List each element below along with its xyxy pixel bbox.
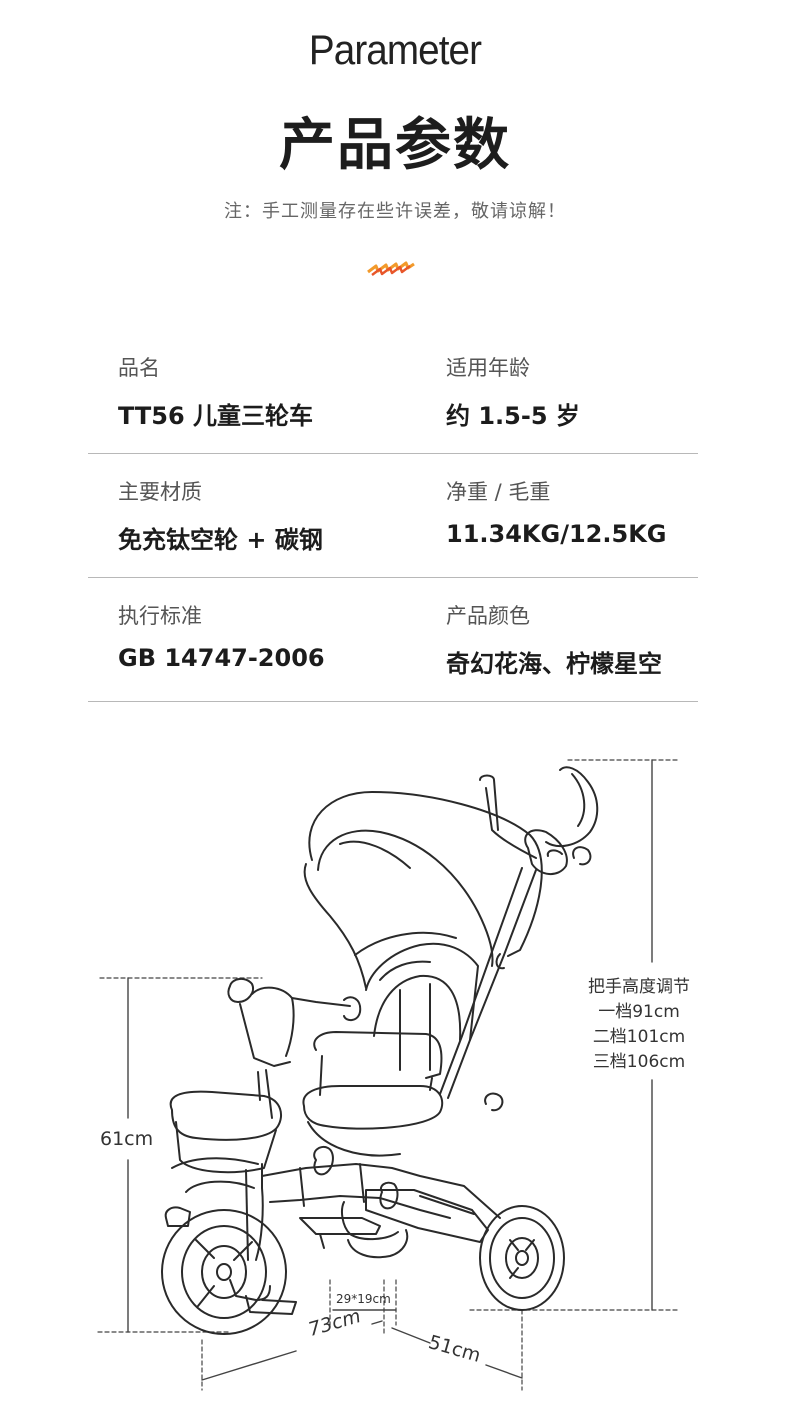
- dimension-height-label: 61cm: [100, 1128, 154, 1150]
- param-label: 适用年龄: [446, 356, 530, 380]
- handle-height-adjustment: 把手高度调节 一档91cm 二档101cm 三档106cm: [584, 972, 694, 1078]
- tricycle-illustration: [97, 759, 681, 1391]
- param-label: 产品颜色: [446, 604, 530, 628]
- dimension-diagram: 61cm 29*19cm 73cm 51cm 把手高度调节 一档91cm 二档1…: [0, 740, 790, 1419]
- param-value: 约 1.5-5 岁: [446, 402, 580, 430]
- param-label: 主要材质: [118, 480, 202, 504]
- param-value: TT56 儿童三轮车: [118, 402, 314, 430]
- param-label: 执行标准: [118, 604, 202, 628]
- param-value: 11.34KG/12.5KG: [446, 520, 667, 548]
- dimension-seat-label: 29*19cm: [336, 1292, 391, 1306]
- title-english: Parameter: [308, 26, 482, 73]
- handle-level: 二档101cm: [592, 1027, 686, 1047]
- zigzag-decoration-icon: [367, 261, 415, 276]
- param-row: 品名 TT56 儿童三轮车 适用年龄 约 1.5-5 岁: [88, 330, 698, 454]
- param-row: 主要材质 免充钛空轮 + 碳钢 净重 / 毛重 11.34KG/12.5KG: [88, 454, 698, 578]
- param-label: 品名: [118, 356, 160, 380]
- handle-height-title: 把手高度调节: [588, 977, 690, 997]
- param-value: GB 14747-2006: [118, 644, 325, 672]
- handle-level: 一档91cm: [598, 1002, 680, 1022]
- handle-level: 三档106cm: [592, 1052, 686, 1072]
- title-chinese: 产品参数: [279, 113, 511, 178]
- measurement-note: 注：手工测量存在些许误差，敬请谅解！: [224, 201, 566, 222]
- param-value: 免充钛空轮 + 碳钢: [118, 526, 323, 554]
- param-label: 净重 / 毛重: [446, 480, 551, 504]
- param-row: 执行标准 GB 14747-2006 产品颜色 奇幻花海、柠檬星空: [88, 578, 698, 702]
- param-value: 奇幻花海、柠檬星空: [446, 650, 662, 678]
- parameter-table: 品名 TT56 儿童三轮车 适用年龄 约 1.5-5 岁 主要材质 免充钛空轮 …: [88, 330, 698, 702]
